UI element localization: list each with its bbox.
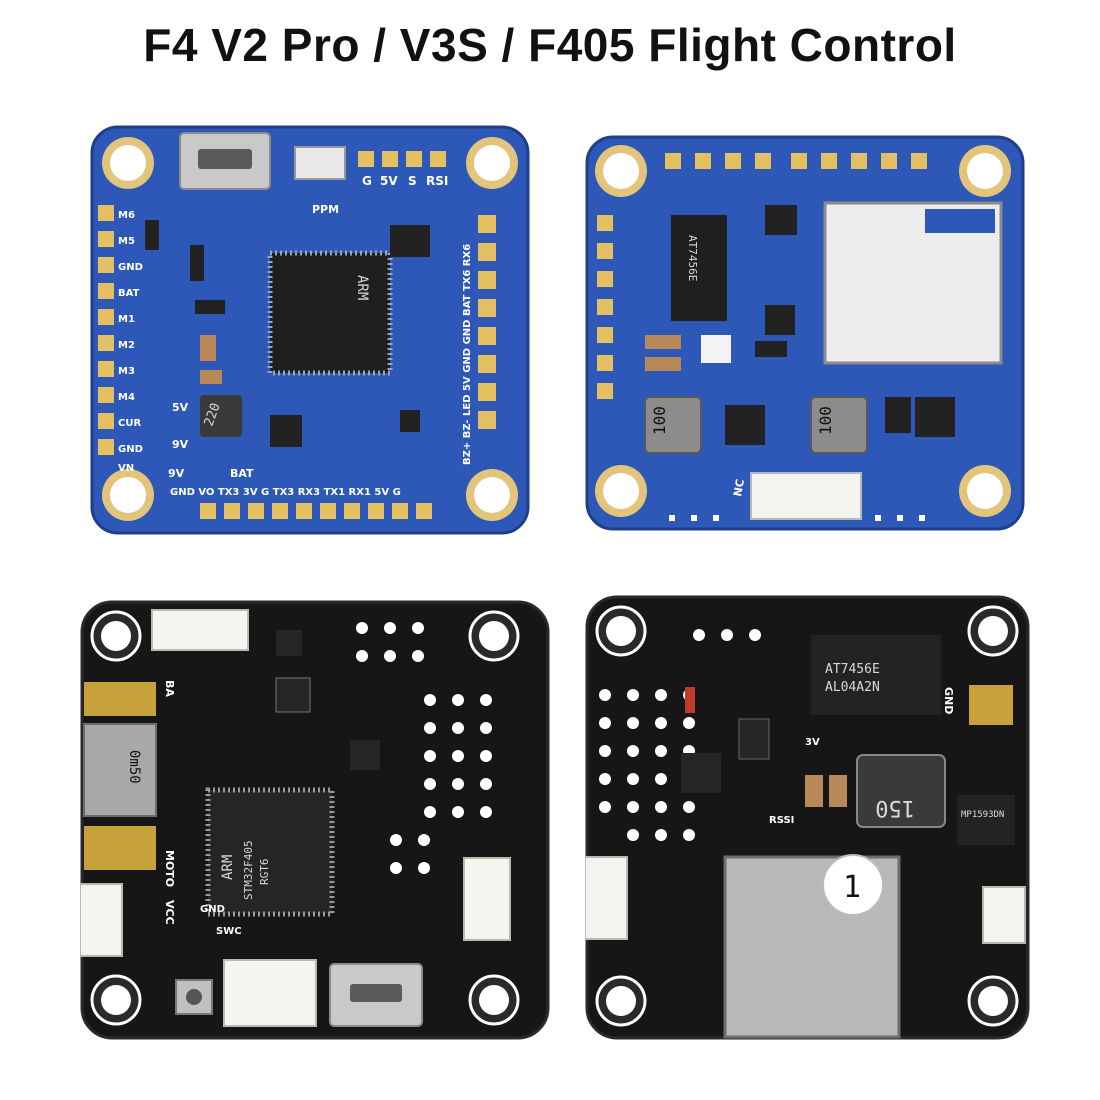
left-label-m4: M4: [118, 392, 135, 403]
mounting-hole: [595, 145, 1011, 517]
ba-label: BA: [163, 680, 176, 697]
mounting-hole: [595, 605, 1019, 1027]
moto-label: MOTO: [163, 850, 176, 887]
left-label-gnd2: GND: [118, 444, 143, 455]
right-connector: [982, 886, 1026, 944]
bottom-labels: GND VO TX3 3V G TX3 RX3 TX1 RX1 5V G: [170, 487, 401, 498]
inductor: [200, 395, 242, 437]
motor-pad: [84, 826, 156, 870]
board-v3s: AT7456E 100 100 NC: [585, 135, 1025, 535]
page-title: F4 V2 Pro / V3S / F405 Flight Control: [143, 19, 957, 71]
left-label-m1: M1: [118, 314, 135, 325]
inductor-left: [644, 396, 702, 454]
mcu-mark-rev: RGT6: [258, 859, 271, 886]
right-connector: [463, 857, 511, 941]
mcu-mark: ARM: [354, 275, 370, 300]
osd-chip-mark: AT7456E: [825, 662, 880, 677]
right-labels: BZ+ BZ- LED 5V GND GND BAT TX6 RX6: [462, 244, 473, 465]
top-label-5v: 5V: [380, 174, 398, 188]
rssi-label: RSSI: [769, 815, 794, 826]
mounting-hole: [90, 610, 520, 1026]
sd-mark: 1: [843, 870, 861, 905]
regulator-chip: [957, 795, 1015, 845]
left-label-m2: M2: [118, 340, 135, 351]
left-label-gnd: GND: [118, 262, 143, 273]
osd-chip: [811, 635, 941, 715]
boot-button: [175, 979, 213, 1015]
regulator-mark: MP1593DN: [961, 810, 1004, 820]
osd-chip: [671, 215, 727, 321]
osd-chip-mark: AT7456E: [686, 235, 699, 281]
bat-label-9v: 9V: [168, 467, 185, 480]
mounting-hole: [102, 137, 518, 521]
board-f405-a: 0m50 BA MOTO VCC ARM STM32F405 RGT6 GND …: [80, 600, 550, 1040]
inductor-right-mark: 100: [816, 406, 835, 435]
current-shunt: [83, 723, 157, 817]
top-label-s: S: [408, 174, 417, 188]
left-label-vn: VN: [118, 463, 134, 474]
mcu-mark-part: STM32F405: [242, 840, 255, 900]
ppm-label: PPM: [312, 203, 339, 216]
left-connector: [585, 856, 628, 940]
shunt-mark: 0m50: [126, 750, 142, 784]
mcu-chip: [267, 250, 393, 376]
left-label-cur: CUR: [118, 418, 141, 429]
inductor-left-mark: 100: [650, 406, 669, 435]
mcu-mark-arm: ARM: [220, 855, 236, 880]
top-label-rsi: RSI: [426, 174, 448, 188]
switch: [294, 146, 346, 180]
bottom-connector: [223, 959, 317, 1027]
board-f4-v2-pro: G 5V S RSI PPM M6 M5 GND BAT M1 M2 M3 M4…: [90, 125, 530, 535]
gnd-label: GND: [200, 904, 225, 915]
top-connector: [151, 609, 249, 651]
v-label-9v: 9V: [172, 438, 189, 451]
inductor-mark: 150: [875, 795, 915, 820]
v-label: 3V: [805, 737, 820, 748]
nc-label: NC: [731, 478, 747, 497]
bat-label-bat: BAT: [230, 467, 254, 480]
osd-chip-mark2: AL04A2N: [825, 680, 880, 695]
inductor-right: [810, 396, 868, 454]
left-label-m3: M3: [118, 366, 135, 377]
gnd-label: GND: [942, 687, 955, 714]
through-hole-grid: [356, 622, 492, 874]
left-label-bat: BAT: [118, 288, 140, 299]
left-connector: [80, 883, 123, 957]
through-hole-grid: [599, 629, 761, 841]
mcu-chip: [205, 787, 335, 917]
inductor: [856, 754, 946, 828]
left-label-m6: M6: [118, 210, 135, 221]
left-label-m5: M5: [118, 236, 135, 247]
v-label-5v: 5V: [172, 401, 189, 414]
gnd-pad: [969, 685, 1013, 725]
connector: [750, 472, 862, 520]
board-f405-b: AT7456E AL04A2N GND 150 MP1593DN 1 RSSI …: [585, 595, 1030, 1040]
top-label-g: G: [362, 174, 372, 188]
swc-label: SWC: [216, 926, 242, 937]
sd-card-slot: [823, 201, 1003, 365]
vcc-label: VCC: [163, 900, 176, 925]
battery-pad: [84, 682, 156, 716]
